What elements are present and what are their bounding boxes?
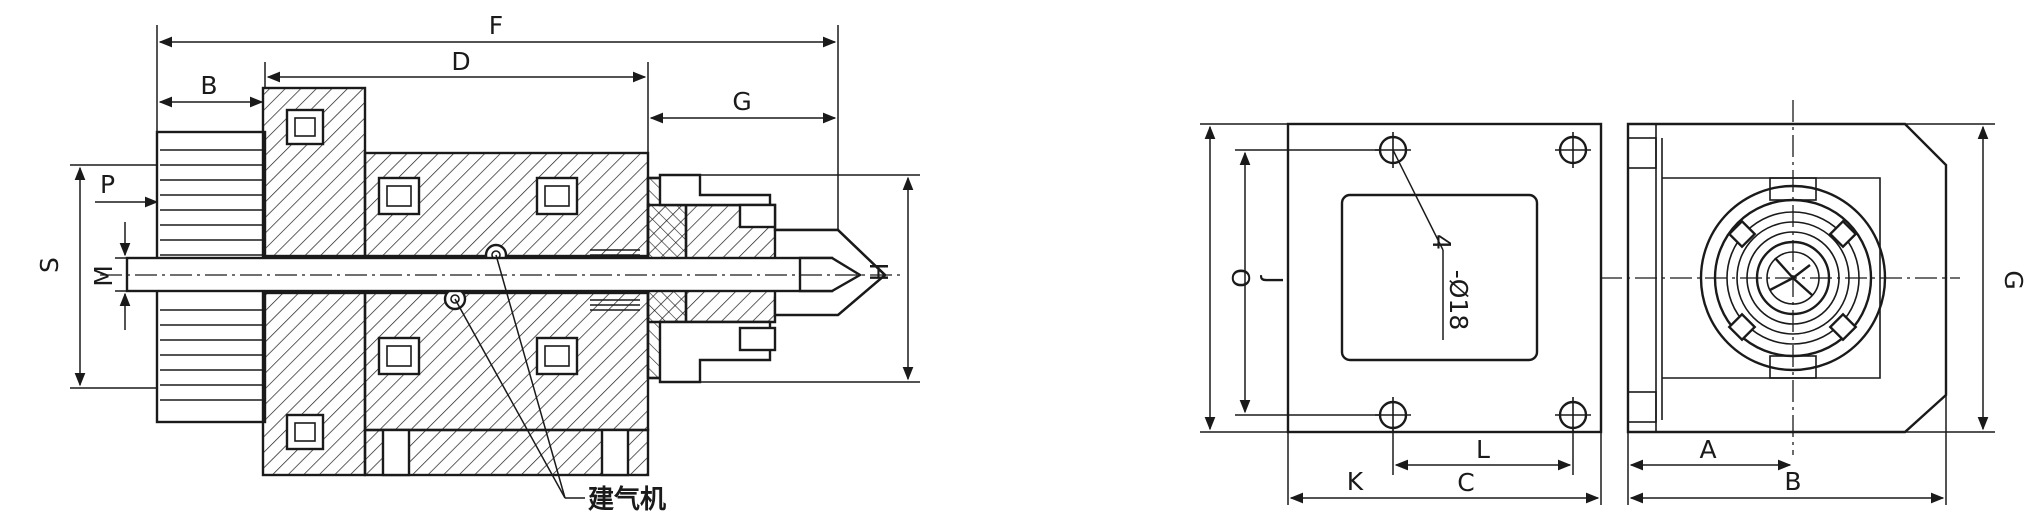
bolt-hole-bl [1375, 397, 1411, 433]
label-F: F [489, 11, 503, 40]
leader-air-nozzle: 建气机 [454, 254, 666, 515]
label-G-right: G [1999, 270, 2025, 289]
label-O: O [1226, 268, 1255, 288]
dim-G-right: G [1905, 123, 2025, 433]
dim-M: M [89, 222, 157, 330]
dim-A: A [1629, 435, 1792, 471]
label-J: J [1259, 274, 1288, 283]
dim-K-C: K C [1287, 432, 1602, 505]
dim-B-right: B [1627, 395, 1947, 505]
label-H: H [865, 263, 894, 282]
label-G-left: G [732, 87, 751, 116]
label-M: M [89, 265, 118, 287]
label-B-left: B [200, 71, 217, 100]
dim-J: J [1235, 149, 1380, 416]
left-section-view: F D B G P S [35, 11, 920, 515]
label-C: C [1457, 468, 1474, 497]
label-B-right: B [1784, 467, 1801, 496]
annotation-air-nozzle: 建气机 [588, 484, 666, 515]
dim-D: D [264, 47, 649, 153]
hole-note-count: 4 [1427, 234, 1456, 250]
dim-S: S [35, 164, 157, 389]
hole-note: 4 -Ø18 [1392, 149, 1473, 340]
label-L: L [1476, 435, 1490, 464]
dim-H: H [700, 174, 920, 383]
dim-F: F [156, 11, 839, 230]
dim-B-left: B [158, 71, 264, 108]
end-view: A B G [1600, 100, 2025, 505]
label-A: A [1699, 435, 1716, 464]
plate-view: 4 -Ø18 O J L K C [1200, 122, 1603, 505]
dim-L: L [1392, 430, 1574, 475]
dim-G-left: G [649, 87, 837, 124]
label-S: S [35, 257, 64, 273]
label-P: P [100, 170, 115, 199]
bolt-hole-tr [1555, 132, 1591, 168]
spindle-shaft [100, 256, 900, 293]
label-D: D [451, 47, 470, 76]
main-body [363, 151, 650, 477]
hole-note-diameter: -Ø18 [1444, 270, 1473, 331]
bolt-hole-br [1555, 397, 1591, 433]
dim-P: P [95, 170, 159, 208]
label-K: K [1347, 467, 1364, 496]
